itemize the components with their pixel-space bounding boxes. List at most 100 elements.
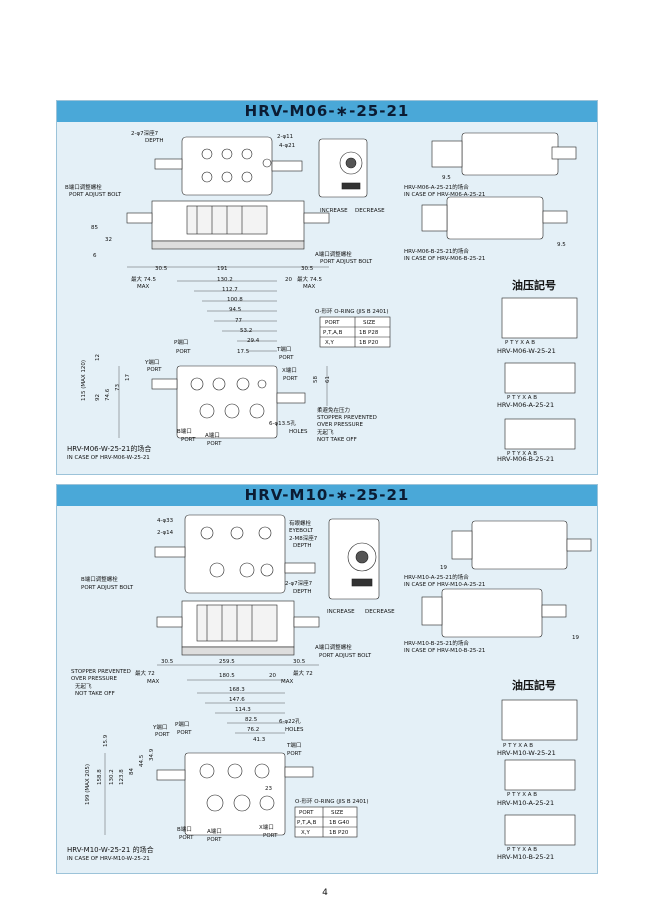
m06-nottake-en: NOT TAKE OFF — [317, 437, 357, 443]
m06-bport-en: PORT ADJUST BOLT — [69, 192, 122, 198]
m06-pport-en: PORT — [176, 349, 191, 355]
m10-oring-title: O-形环 O-RING (JIS B 2401) — [295, 797, 369, 805]
m06-right-dim: 58 — [313, 376, 319, 383]
m10-tport: T端口 — [286, 741, 301, 749]
m06-symbol-w: HRV-M06-W-25-21 — [497, 347, 556, 355]
m10-nottake-cn: 无起飞 — [75, 683, 92, 690]
m10-oring-h1: SIZE — [331, 810, 344, 816]
m10-dim19: 19 — [440, 565, 447, 571]
panel-m10-title: HRV-M10-∗-25-21 — [57, 485, 597, 506]
m06-bport-port: PORT — [181, 437, 196, 443]
m10-holes-en: HOLES — [285, 727, 304, 733]
m06-letters: P T Y X A B — [505, 340, 535, 346]
m10-decrease: DECREASE — [365, 609, 395, 615]
m10-symbols-title: 油压記号 — [512, 679, 556, 692]
m06-xport: X端口 — [282, 366, 297, 374]
m10-dim: 168.3 — [229, 687, 245, 693]
m10-view-a — [471, 520, 568, 570]
m06-top-right-adjuster — [271, 160, 303, 172]
m10-left-dim: 199 (MAX 205) — [85, 764, 91, 805]
m10-drawing: 4-φ33 2-φ14 有眼螺栓 EYEBOLT 2-M8深座7 DEPTH 2… — [71, 514, 592, 853]
m06-label-d11: 2-φ11 — [277, 134, 293, 140]
m10-letters: P T Y X A B — [507, 792, 537, 798]
m06-left-dim: 74.6 — [105, 388, 111, 401]
m10-label-d14: 2-φ14 — [157, 530, 174, 536]
m10-bport-en: PORT ADJUST BOLT — [81, 585, 134, 591]
m06-symbol-b-box — [504, 418, 576, 450]
m10-yport-en: PORT — [155, 732, 170, 738]
m06-symbols-title: 油压記号 — [512, 279, 556, 292]
m06-aport: A端口 — [205, 431, 220, 439]
m06-letters: P T Y X A B — [507, 451, 537, 457]
m06-stopper-en2: OVER PRESSURE — [317, 422, 363, 428]
m06-letters: P T Y X A B — [507, 395, 537, 401]
m10-aport-port: PORT — [207, 837, 222, 843]
m06-aport-port: PORT — [207, 441, 222, 447]
m06-dim: MAX — [303, 284, 316, 290]
m06-oring-r1c1: 1B P20 — [359, 340, 379, 346]
m06-dim: 77 — [235, 318, 242, 324]
m10-oring-table — [294, 806, 358, 838]
m10-depth2: DEPTH — [293, 589, 312, 595]
m10-dim: 20 — [269, 673, 276, 679]
m10-dim23: 23 — [265, 786, 272, 792]
m10-xport-en: PORT — [263, 833, 278, 839]
m06-yport-en: PORT — [147, 367, 162, 373]
m06-side-dim: 85 — [91, 225, 98, 231]
m06-aport-en: PORT ADJUST BOLT — [320, 259, 373, 265]
m10-eyebolt-en: EYEBOLT — [289, 528, 314, 534]
m10-dim: 41.3 — [253, 737, 266, 743]
m06-label-d21: 4-φ21 — [279, 143, 295, 149]
m06-stopper-en1: STOPPER PREVENTED — [317, 415, 377, 421]
m10-dim: 76.2 — [247, 727, 259, 733]
panel-m06-title: HRV-M06-∗-25-21 — [57, 101, 597, 122]
m06-stopper-cn: 柔避免在压力 — [317, 406, 350, 414]
m06-dim95: 9.5 — [442, 175, 451, 181]
m10-oring-h0: PORT — [299, 810, 314, 816]
m06-case-a-cn: HRV-M06-A-25-21的场合 — [404, 183, 469, 191]
m10-label-d33: 4-φ33 — [157, 518, 174, 524]
m10-bport-port: PORT — [179, 835, 194, 841]
m06-right-dim: 61 — [325, 376, 331, 383]
panel-m06: HRV-M06-∗-25-21 — [56, 100, 598, 475]
m10-pport: P端口 — [175, 720, 189, 728]
m06-case-a-en: IN CASE OF HRV-M06-A-25-21 — [404, 192, 485, 198]
m10-dim: 180.5 — [219, 673, 235, 679]
m10-left-dim: 130.2 — [109, 769, 115, 785]
m10-pport-en: PORT — [177, 730, 192, 736]
m10-left-dim: 158.8 — [97, 769, 103, 785]
m10-dim: MAX — [281, 679, 294, 685]
m10-symbol-a-box — [504, 759, 576, 791]
m06-oring-r0c0: P,T,A,B — [323, 330, 343, 336]
m06-oring-h0: PORT — [325, 320, 340, 326]
m06-case-b-en: IN CASE OF HRV-M06-B-25-21 — [404, 256, 485, 262]
m10-case-a-cn: HRV-M10-A-25-21的场合 — [404, 573, 469, 581]
m06-oring-r0c1: 1B P28 — [359, 330, 379, 336]
m06-dim: 29.4 — [247, 338, 260, 344]
m06-label-depth: DEPTH — [145, 138, 164, 144]
m06-symbol-a: HRV-M06-A-25-21 — [497, 401, 555, 409]
m06-case-w: HRV-M06-W-25-21的场合 IN CASE OF HRV-M06-W-… — [67, 445, 151, 463]
m06-holes: 6-φ13.5孔 — [269, 419, 296, 427]
m06-symbol-a-box — [504, 362, 576, 394]
m10-dim: 82.5 — [245, 717, 258, 723]
m06-dim: 最大 74.5 — [131, 275, 156, 283]
m10-dim: 147.6 — [229, 697, 245, 703]
m10-depth: DEPTH — [293, 543, 312, 549]
m10-dim: 30.5 — [161, 659, 174, 665]
m10-symbol-b: HRV-M10-B-25-21 — [497, 853, 555, 861]
m06-left-dim: 92 — [95, 394, 101, 401]
m10-yport: Y端口 — [152, 723, 167, 731]
m06-aport-cn: A端口调整螺栓 — [315, 250, 352, 258]
m10-aport-en: PORT ADJUST BOLT — [319, 653, 372, 659]
m10-dim: 最大 72 — [135, 669, 155, 677]
m10-symbol-w: HRV-M10-W-25-21 — [497, 749, 556, 757]
m06-left-dim: 73 — [115, 384, 121, 391]
m10-symbol-b-box — [504, 814, 576, 846]
m10-xport: X端口 — [259, 823, 274, 831]
m06-side-dim: 6 — [93, 253, 97, 259]
m10-symbol-a: HRV-M10-A-25-21 — [497, 799, 555, 807]
m10-increase: INCREASE — [327, 609, 355, 615]
m06-dim: 191 — [217, 266, 228, 272]
m06-oring-h1: SIZE — [363, 320, 376, 326]
